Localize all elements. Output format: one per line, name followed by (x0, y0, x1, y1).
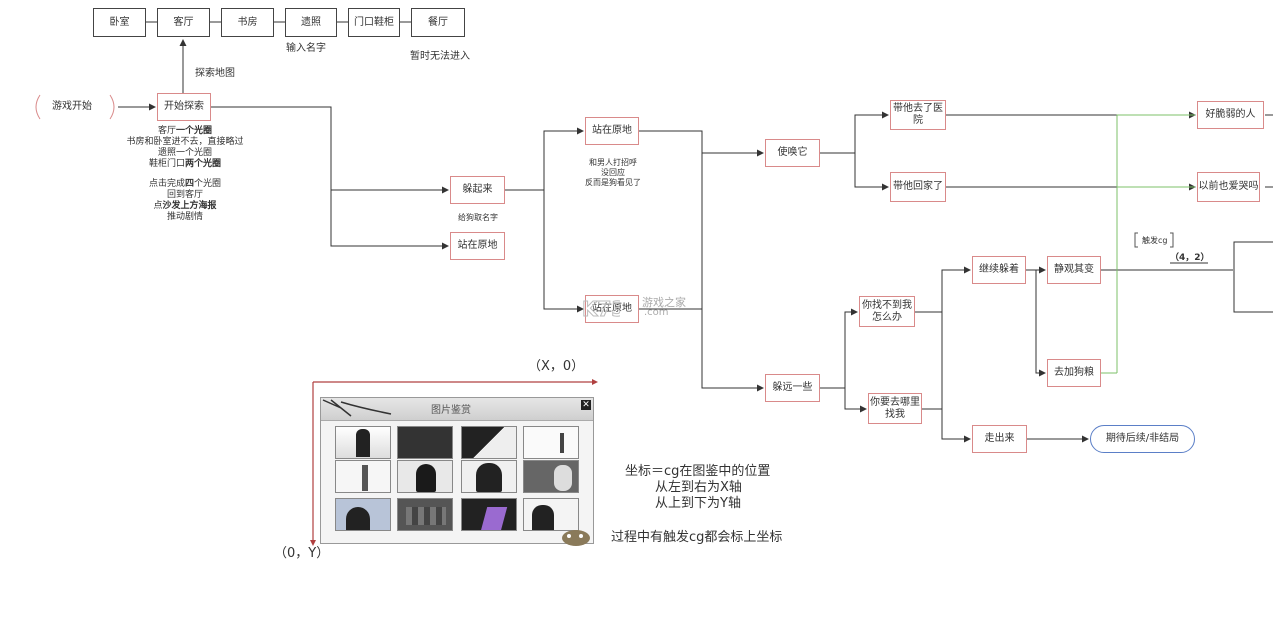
node-stay-1: 站在原地 (450, 232, 505, 260)
gallery-thumb[interactable] (335, 460, 391, 493)
note-coord-42: （4，2） (1170, 253, 1210, 263)
gallery-thumb[interactable] (523, 426, 579, 459)
axis-x-label: （X，0） (528, 359, 585, 374)
gallery-thumb[interactable] (397, 460, 453, 493)
gallery-thumb[interactable] (461, 460, 517, 493)
note-greet: 和男人打招呼 没回应 反而是狗看见了 (585, 158, 641, 187)
watermark-text: 游戏之家 (642, 296, 686, 309)
gallery-thumb[interactable] (335, 426, 391, 459)
node-keep-hiding: 继续躲着 (972, 256, 1026, 284)
explore-notes: 客厅一个光圈 书房和卧室进不去，直接略过 遗照一个光圈 鞋柜门口两个光圈 点击完… (126, 126, 244, 222)
legend-line-4: 过程中有触发cg都会标上坐标 (611, 530, 783, 545)
dog-mascot-icon (562, 530, 590, 546)
gallery-thumb[interactable] (461, 426, 517, 459)
node-where-find: 你要去哪里找我 (868, 393, 922, 424)
room-dining: 餐厅 (411, 8, 465, 37)
note-name-dog: 给狗取名字 (458, 213, 498, 222)
node-use-it: 使唤它 (765, 139, 820, 167)
room-shoe-cabinet: 门口鞋柜 (348, 8, 400, 37)
node-watch: 静观其变 (1047, 256, 1101, 284)
gallery-title: 图片鉴赏 (431, 405, 471, 416)
legend-line-3: 从上到下为Y轴 (655, 496, 741, 511)
note-enter-name: 输入名字 (286, 43, 326, 54)
gallery-window: 图片鉴赏 ✕ (320, 397, 594, 546)
branch-decoration-icon (322, 399, 392, 417)
node-hide: 躲起来 (450, 176, 505, 204)
note-trigger-cg: 触发cg (1142, 236, 1168, 245)
node-home: 带他回家了 (890, 172, 946, 202)
node-cant-find: 你找不到我怎么办 (859, 296, 915, 327)
gallery-thumb[interactable] (523, 460, 579, 493)
room-portrait: 遗照 (285, 8, 337, 37)
node-farther: 躲远一些 (765, 374, 820, 402)
gallery-thumb[interactable] (461, 498, 517, 531)
room-bedroom: 卧室 (93, 8, 146, 37)
gallery-header: 图片鉴赏 ✕ (321, 398, 593, 421)
room-study: 书房 (221, 8, 274, 37)
note-no-entry: 暂时无法进入 (410, 51, 470, 62)
watermark-k73-icon: K73 (582, 297, 621, 322)
gallery-thumb[interactable] (397, 498, 453, 531)
node-expect: 期待后续/非结局 (1090, 425, 1195, 453)
watermark-logo: K73 游戏之家 .com (580, 294, 700, 324)
note-explore-map: 探索地图 (195, 68, 235, 79)
node-stay-top: 站在原地 (585, 117, 639, 145)
close-icon[interactable]: ✕ (581, 400, 591, 410)
watermark-domain: .com (644, 307, 669, 318)
gallery-thumb[interactable] (397, 426, 453, 459)
legend-line-1: 坐标＝cg在图鉴中的位置 (625, 464, 771, 479)
svg-text:K73: K73 (582, 297, 620, 321)
node-feed: 去加狗粮 (1047, 359, 1101, 387)
node-fragile: 好脆弱的人 (1197, 101, 1264, 129)
node-walk-out: 走出来 (972, 425, 1027, 453)
node-stay-mid: 站在原地 (585, 295, 639, 323)
game-start: 游戏开始 (52, 101, 92, 112)
node-start-explore: 开始探索 (157, 93, 211, 121)
node-hospital: 带他去了医院 (890, 100, 946, 130)
node-cried: 以前也爱哭吗 (1197, 172, 1260, 202)
gallery-thumb[interactable] (335, 498, 391, 531)
axis-y-label: （0，Y） (274, 546, 330, 561)
room-living-room: 客厅 (157, 8, 210, 37)
gallery-thumb[interactable] (523, 498, 579, 531)
legend-line-2: 从左到右为X轴 (655, 480, 742, 495)
